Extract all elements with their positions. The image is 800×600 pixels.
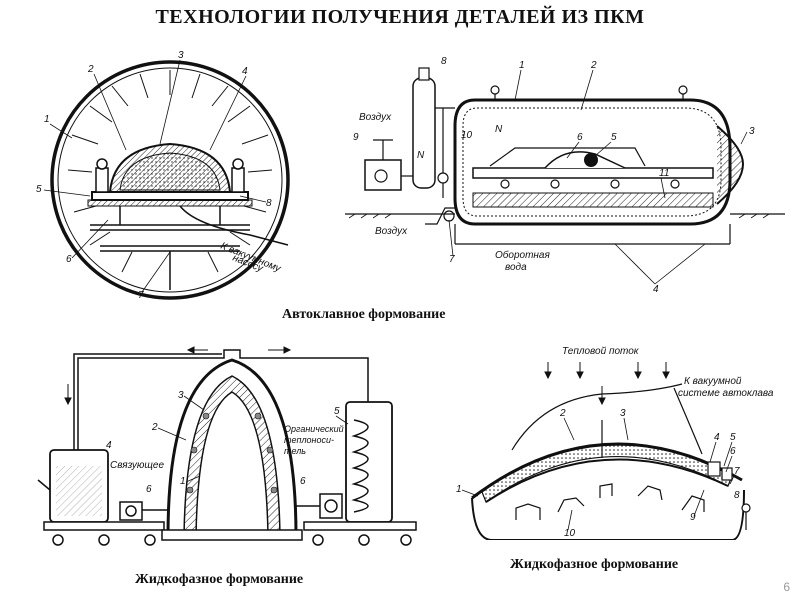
label-8: 8 [441,56,447,67]
label-vacuum-1: К вакуумной [684,376,742,387]
label-11: 11 [659,168,669,179]
label-2: 2 [151,422,158,433]
label-5: 5 [334,406,340,417]
label-6: 6 [730,446,736,457]
label-n2-b: N [417,150,425,161]
bell-mould [166,358,298,537]
pressure-arrows [67,70,273,282]
label-7: 7 [449,254,455,265]
trolley [472,167,714,179]
label-vacuum-2: системе автоклава [678,388,774,399]
caption-liquid-right: Жидкофазное формование [510,557,679,572]
label-5: 5 [611,132,617,143]
autoclave-vessel [453,98,732,226]
label-6: 6 [66,254,72,265]
compressor [364,159,402,191]
liquid-phase-bell-diagram: Связующее Органический теплоноси- тель 1… [37,346,417,546]
label-4: 4 [242,66,248,77]
label-3: 3 [620,408,626,419]
page-number: 6 [783,580,790,594]
label-7: 7 [734,466,740,477]
label-8: 8 [734,490,740,501]
label-10: 10 [564,528,576,539]
label-coolant-2: теплоноси- [284,435,334,445]
label-10: 10 [461,130,473,141]
label-7: 7 [138,290,144,301]
liquid-phase-panel-diagram: Тепловой поток К вакуумной системе авток… [456,346,774,540]
label-4: 4 [106,440,112,451]
mould-table [91,191,249,201]
label-2: 2 [87,64,94,75]
label-coolant-3: тель [284,446,306,456]
label-8: 8 [266,198,272,209]
autoclave-cross-section-diagram: 1 2 3 4 5 6 7 8 К вакуумному насосу [36,50,290,301]
label-6: 6 [577,132,583,143]
caption-liquid-left: Жидкофазное формование [135,572,304,587]
label-coolant-1: Органический [284,424,344,434]
label-6b: 6 [300,476,306,487]
label-air-top: Воздух [359,112,392,123]
label-9: 9 [353,132,359,143]
label-4: 4 [653,284,659,295]
caption-autoclave: Автоклавное формование [282,307,446,322]
label-2: 2 [559,408,566,419]
label-binder: Связующее [110,460,164,471]
autoclave-longitudinal-diagram: Воздух Воздух N N Оборотная вода 1 2 3 4… [345,56,785,295]
label-1: 1 [456,484,462,495]
label-1: 1 [519,60,525,71]
label-1: 1 [44,114,50,125]
label-water-2: вода [505,262,527,273]
label-heat-flow: Тепловой поток [562,346,640,357]
label-6a: 6 [146,484,152,495]
label-5: 5 [36,184,42,195]
label-3: 3 [178,50,184,61]
slide-title: ТЕХНОЛОГИИ ПОЛУЧЕНИЯ ДЕТАЛЕЙ ИЗ ПКМ [155,6,645,28]
coolant-tank [345,401,393,523]
label-2: 2 [590,60,597,71]
label-5: 5 [730,432,736,443]
label-9: 9 [690,512,696,523]
label-4: 4 [714,432,720,443]
gas-cylinder [412,77,436,189]
autoclave-shell [50,60,290,300]
label-1: 1 [180,476,186,487]
label-3: 3 [749,126,755,137]
label-air-bottom: Воздух [375,226,408,237]
label-water-1: Оборотная [495,249,550,261]
label-3: 3 [178,390,184,401]
label-n2-a: N [495,124,503,135]
